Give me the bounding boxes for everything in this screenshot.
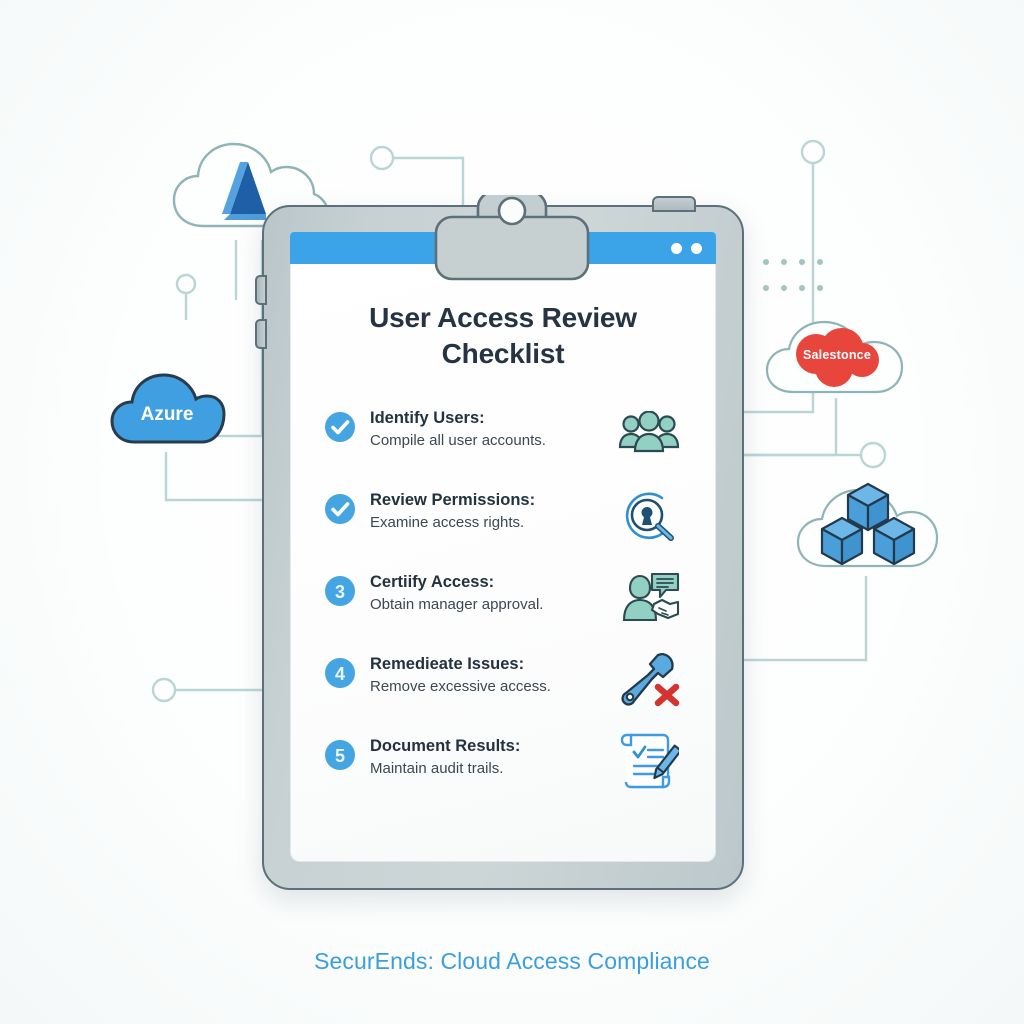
scroll-pen-icon [620,733,679,788]
checklist-item-2[interactable]: Review Permissions: Examine access right… [324,488,682,546]
magnifier-keyhole-icon [625,492,674,541]
checklist-item-5-desc: Maintain audit trails. [370,760,504,778]
cloud-cubes-badge[interactable] [792,478,942,583]
window-dot-2[interactable] [691,242,702,254]
wrench-remove-icon [621,652,680,706]
checklist-item-5[interactable]: 5 Document Results: Maintain audit trail… [324,733,682,792]
checklist-item-5-icon-wrap [616,733,682,790]
checklist-item-5-text: Document Results: Maintain audit trails. [370,734,610,780]
check-circle-icon [325,411,355,442]
number-marker-5-label: 5 [335,746,345,766]
clipboard-top-button[interactable] [652,196,696,212]
salesforce-cloud-icon [765,320,904,394]
clipboard-side-button-lower[interactable] [255,319,267,349]
person-approval-handshake-icon [622,572,680,621]
checklist-item-3-desc: Obtain manager approval. [370,596,544,614]
cloud-cubes-icon [796,482,939,568]
checklist-item-2-title: Review Permissions: [370,490,536,509]
clipboard-clip[interactable] [420,183,604,310]
checklist-item-4-title: Remedieate Issues: [370,654,525,673]
checklist-item-5-title: Document Results: [370,736,521,755]
salesforce-cloud-badge[interactable]: Salestonce [762,316,912,405]
checklist-item-4-icon-wrap [616,652,682,708]
checklist-paper: User Access Review Checklist Identify Us… [290,232,716,862]
checklist-item-3-icon-wrap [616,570,682,626]
paper-body: User Access Review Checklist Identify Us… [290,264,716,792]
checklist: Identify Users: Compile all user account… [324,406,682,792]
checklist-item-1-icon-wrap [616,406,682,462]
caption-text: SecurEnds: Cloud Access Compliance [314,948,710,974]
checklist-item-3[interactable]: 3 Certiify Access: Obtain manager approv… [324,570,682,628]
checklist-item-1[interactable]: Identify Users: Compile all user account… [324,406,682,464]
checklist-item-1-title: Identify Users: [370,408,485,427]
checklist-item-2-text: Review Permissions: Examine access right… [370,488,610,534]
number-marker-4[interactable]: 4 [324,657,356,689]
checklist-item-4-text: Remedieate Issues: Remove excessive acce… [370,652,610,698]
checklist-item-1-desc: Compile all user accounts. [370,432,546,450]
checklist-item-4-desc: Remove excessive access. [370,678,551,696]
number-marker-3[interactable]: 3 [324,575,356,607]
page-title: User Access Review Checklist [369,302,637,369]
checklist-item-3-text: Certiify Access: Obtain manager approval… [370,570,610,616]
clipboard-clip-icon [434,183,590,281]
clipboard-side-button-upper[interactable] [255,275,267,305]
check-marker-1[interactable] [324,411,356,443]
azure-cloud-badge[interactable]: Azure [108,368,226,457]
check-circle-icon [325,493,355,524]
number-marker-4-label: 4 [335,664,345,684]
window-dot-1[interactable] [671,242,682,254]
number-circle-icon: 5 [325,739,355,770]
checklist-item-2-desc: Examine access rights. [370,514,525,532]
check-marker-2[interactable] [324,493,356,525]
users-group-icon [618,410,680,452]
checklist-item-1-text: Identify Users: Compile all user account… [370,406,610,452]
dot-grid [763,259,823,291]
checklist-item-4[interactable]: 4 Remedieate Issues: Remove excessive ac… [324,652,682,710]
number-circle-icon: 4 [325,657,355,688]
checklist-item-2-icon-wrap [616,488,682,544]
checklist-item-3-title: Certiify Access: [370,572,495,591]
azure-cloud-icon [110,373,226,444]
number-marker-3-label: 3 [335,582,345,602]
number-circle-icon: 3 [325,575,355,606]
number-marker-5[interactable]: 5 [324,739,356,771]
